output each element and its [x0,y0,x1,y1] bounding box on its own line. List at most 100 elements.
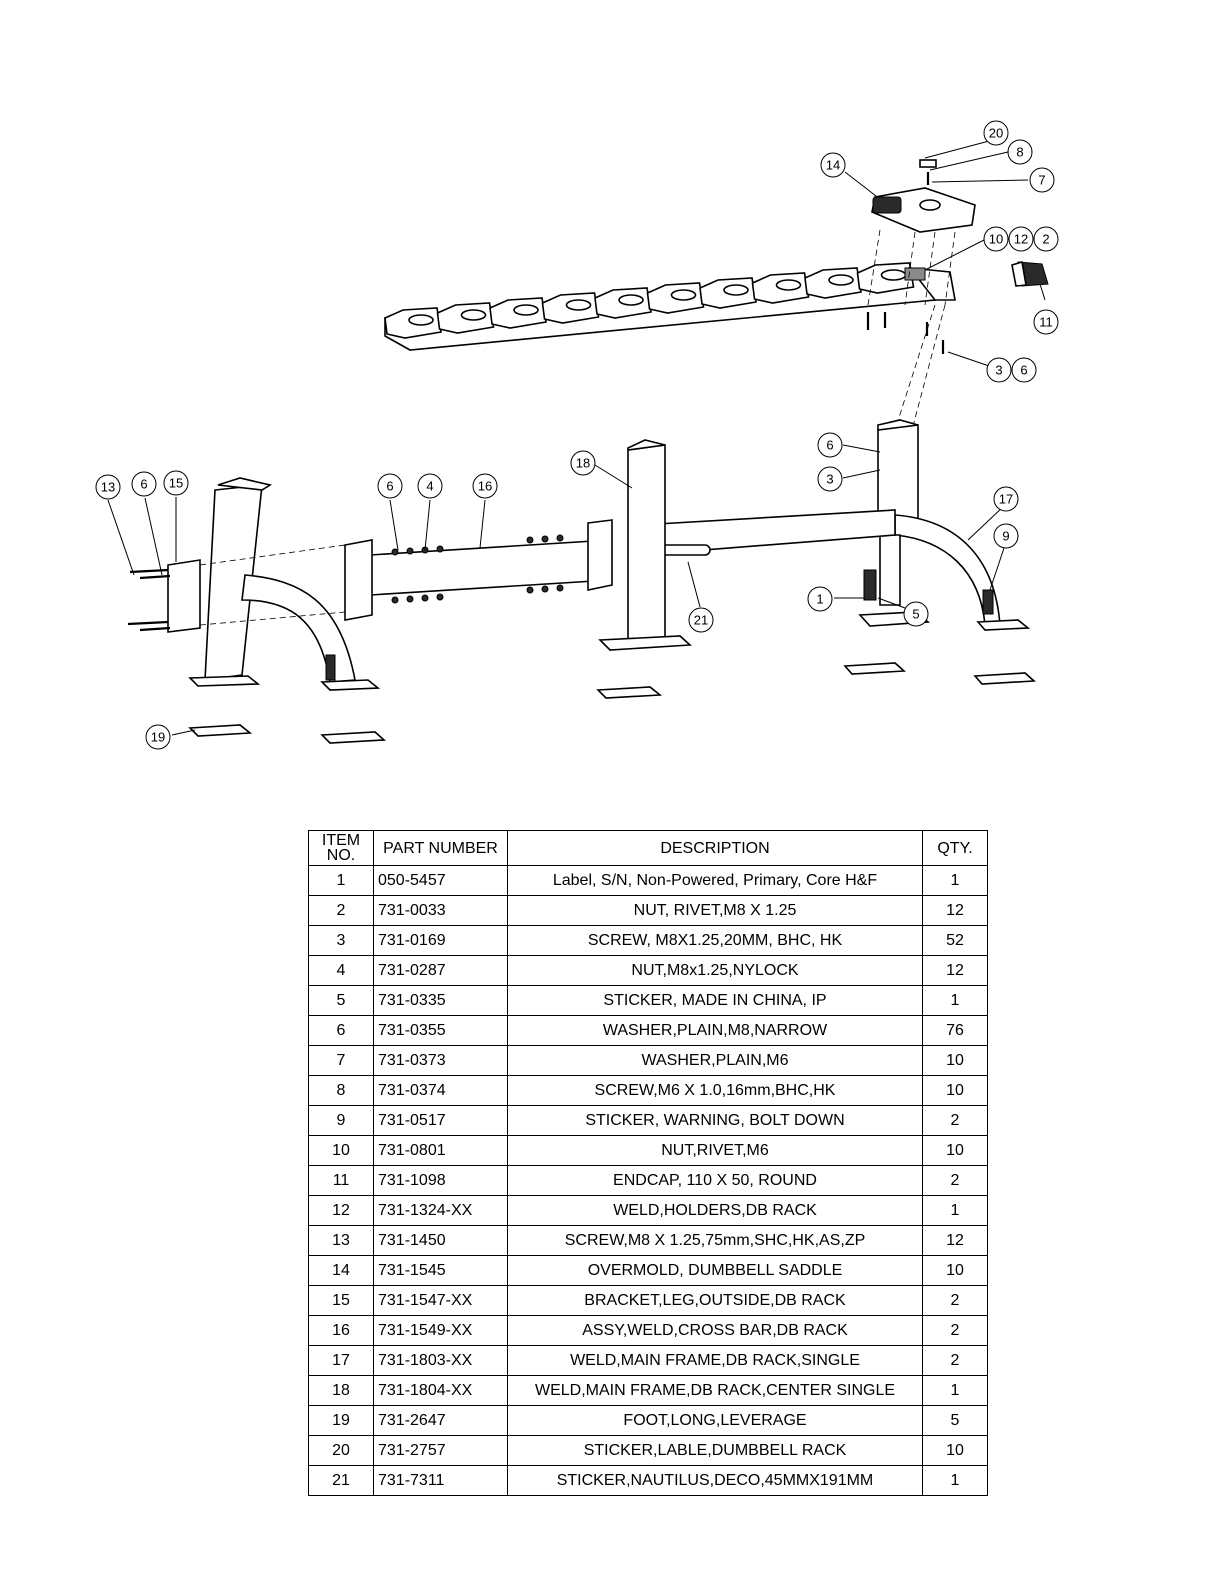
cell-qty: 10 [922,1255,988,1286]
cell-item-no: 13 [308,1225,374,1256]
cell-description: ENDCAP, 110 X 50, ROUND [507,1165,923,1196]
cell-qty: 2 [922,1165,988,1196]
callout-10: 10 [983,226,1009,252]
leader-lines [107,135,1046,736]
svg-text:4: 4 [426,479,433,494]
callout-20: 20 [983,120,1009,146]
left-cross-bar [344,519,613,621]
svg-text:6: 6 [386,479,393,494]
cell-part-number: 731-1545 [373,1255,508,1286]
cell-description: BRACKET,LEG,OUTSIDE,DB RACK [507,1285,923,1316]
cell-item-no: 16 [308,1315,374,1346]
nut [406,595,414,603]
left-main-frame [188,477,381,691]
nut [436,545,444,553]
saddle-cup [618,294,644,306]
svg-text:15: 15 [169,476,183,491]
exploded-saddle [871,159,976,233]
cell-item-no: 3 [308,925,374,956]
cell-qty: 76 [922,1015,988,1046]
cell-item-no: 7 [308,1045,374,1076]
cell-part-number: 731-1098 [373,1165,508,1196]
cell-item-no: 1 [308,865,374,896]
svg-text:6: 6 [826,438,833,453]
cell-part-number: 731-1549-XX [373,1315,508,1346]
cell-part-number: 731-1804-XX [373,1375,508,1406]
cell-item-no: 2 [308,895,374,926]
svg-text:8: 8 [1016,145,1023,160]
center-main-frame [598,439,692,651]
callout-19: 19 [145,724,171,750]
svg-text:9: 9 [1002,529,1009,544]
nut [391,548,399,556]
cell-qty: 2 [922,1285,988,1316]
svg-text:16: 16 [478,479,492,494]
cell-part-number: 731-7311 [373,1465,508,1496]
cell-item-no: 15 [308,1285,374,1316]
nut [391,596,399,604]
cell-item-no: 21 [308,1465,374,1496]
nut [541,585,549,593]
cell-qty: 10 [922,1075,988,1106]
svg-text:10: 10 [989,232,1003,247]
main-cross-bar [639,509,896,556]
callout-16: 16 [472,473,498,499]
callout-11: 11 [1033,309,1059,335]
cell-item-no: 10 [308,1135,374,1166]
svg-text:7: 7 [1038,173,1045,188]
saddle-cup [723,284,749,296]
cell-part-number: 731-1324-XX [373,1195,508,1226]
cell-description: SCREW,M8 X 1.25,75mm,SHC,HK,AS,ZP [507,1225,923,1256]
nut [526,586,534,594]
nut [526,536,534,544]
svg-text:3: 3 [826,472,833,487]
cell-part-number: 731-0033 [373,895,508,926]
cell-qty: 10 [922,1045,988,1076]
header-qty: QTY. [922,830,988,866]
callout-21: 21 [688,607,714,633]
callout-15: 15 [163,470,189,496]
cell-description: SCREW, M8X1.25,20MM, BHC, HK [507,925,923,956]
nut [556,584,564,592]
leg-bracket [127,559,201,633]
svg-text:18: 18 [576,456,590,471]
cell-part-number: 050-5457 [373,865,508,896]
cell-qty: 2 [922,1105,988,1136]
cell-description: Label, S/N, Non-Powered, Primary, Core H… [507,865,923,896]
svg-text:17: 17 [999,492,1013,507]
svg-text:21: 21 [694,613,708,628]
cell-item-no: 8 [308,1075,374,1106]
cell-description: WELD,HOLDERS,DB RACK [507,1195,923,1226]
saddle-cup [670,289,697,301]
cell-description: SCREW,M6 X 1.0,16mm,BHC,HK [507,1075,923,1106]
callout-6: 6 [817,432,843,458]
nut [541,535,549,543]
cell-part-number: 731-0169 [373,925,508,956]
cell-qty: 12 [922,1225,988,1256]
callout-13: 13 [95,474,121,500]
nut [436,593,444,601]
cell-qty: 52 [922,925,988,956]
svg-text:14: 14 [826,158,840,173]
cell-qty: 1 [922,985,988,1016]
callout-17: 17 [993,486,1019,512]
saddle-cup [460,309,487,321]
cell-qty: 1 [922,865,988,896]
callout-14: 14 [820,152,846,178]
callout-bubbles: 20 8 7 14 10 12 2 11 3 6 6 3 18 13 6 15 … [95,120,1059,750]
feet [188,662,1036,744]
cell-description: STICKER, MADE IN CHINA, IP [507,985,923,1016]
